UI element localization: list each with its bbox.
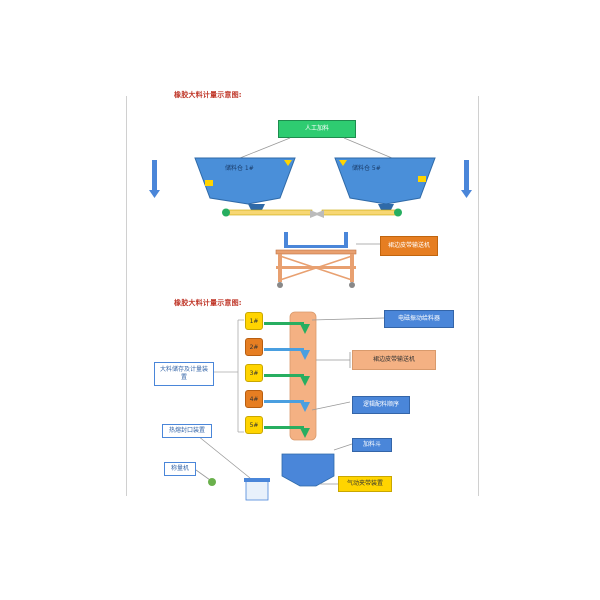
vibrating-feeder-box: 电磁振动给料器	[384, 310, 454, 328]
storage-metering-box: 大料储存及计量装置	[154, 362, 214, 386]
skirt-conveyor-top-box: 裙边皮带输送机	[380, 236, 438, 256]
skirt-conveyor-bottom-box: 裙边皮带输送机	[352, 350, 436, 370]
pointer-vibrating	[311, 317, 385, 321]
slot-1: 1#	[245, 312, 263, 330]
hopper-right	[334, 157, 436, 210]
feed-hopper-box: 加料斗	[352, 438, 392, 452]
feeder-1	[264, 322, 310, 334]
hopper-right-label: 储料仓 5#	[352, 165, 381, 172]
pneumatic-clamp-box: 气动夹带装置	[338, 476, 392, 492]
feed-line-left	[239, 137, 291, 159]
feed-hopper	[281, 453, 335, 487]
manual-feed-box: 人工加料	[278, 120, 356, 138]
belt-right	[314, 208, 402, 218]
top-diagram-art	[149, 137, 472, 288]
pointer-logic	[311, 401, 351, 411]
slot-4: 4#	[245, 390, 263, 408]
scale-indicator	[208, 478, 216, 486]
down-arrow-left-icon	[149, 160, 160, 198]
hopper-left	[194, 157, 296, 210]
slot-5: 5#	[245, 416, 263, 434]
slot-2: 2#	[245, 338, 263, 356]
feeder-4	[264, 400, 310, 412]
weigh-cart	[275, 232, 357, 288]
bag-machine-box: 称量机	[164, 462, 196, 476]
logic-sequence-box: 逻辑配料顺序	[352, 396, 410, 414]
feeder-3	[264, 374, 310, 386]
down-arrow-right-icon	[461, 160, 472, 198]
hot-seal-box: 热熔封口装置	[162, 424, 212, 438]
frame-line-left	[126, 96, 127, 496]
pointer-feed-hopper	[333, 443, 353, 451]
bag-bucket	[244, 478, 270, 501]
pointer-bag-machine	[195, 469, 211, 481]
top-title: 橡胶大料计量示意图:	[174, 91, 242, 99]
feeder-5	[264, 426, 310, 438]
slot-3: 3#	[245, 364, 263, 382]
feed-line-right	[343, 137, 393, 159]
feeder-2	[264, 348, 310, 360]
hopper-left-label: 储料仓 1#	[225, 165, 254, 172]
bottom-title: 橡胶大料计量示意图:	[174, 299, 242, 307]
frame-line-right	[478, 96, 479, 496]
pointer-hot-seal	[197, 435, 251, 479]
